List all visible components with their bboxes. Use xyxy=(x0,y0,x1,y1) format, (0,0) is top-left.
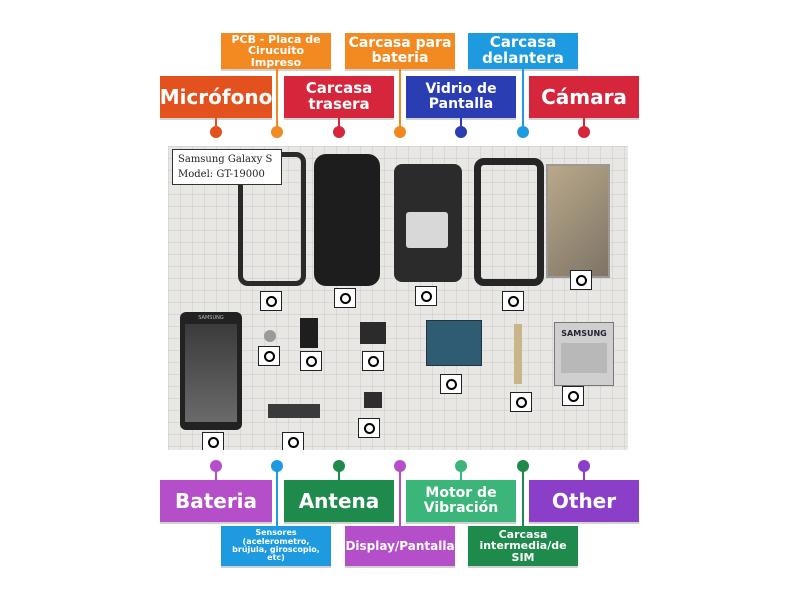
marker-circle[interactable] xyxy=(258,346,280,366)
marker-circle[interactable] xyxy=(562,386,584,406)
pin-line-display xyxy=(399,466,401,526)
label-microfono[interactable]: Micrófono xyxy=(160,76,272,118)
marker-circle[interactable] xyxy=(334,288,356,308)
pin-line-carcasa-delantera xyxy=(522,69,524,130)
marker-circle[interactable] xyxy=(362,351,384,371)
label-carcasa-trasera[interactable]: Carcasa trasera xyxy=(284,76,394,118)
caption-line-1: Samsung Galaxy S xyxy=(178,154,273,165)
label-carcasa-intermedia[interactable]: Carcasa intermedia/de SIM xyxy=(468,526,578,566)
phone-model-caption: Samsung Galaxy S Model: GT-19000 xyxy=(172,149,282,185)
small-part-3 xyxy=(360,322,386,344)
pin-dot-vidrio xyxy=(455,126,467,138)
pin-line-antena xyxy=(338,466,340,482)
pin-dot-carcasa-bateria xyxy=(394,126,406,138)
battery-brand-text: SAMSUNG xyxy=(561,329,607,338)
pcb-board-part xyxy=(426,320,482,366)
label-other[interactable]: Other xyxy=(529,480,639,522)
label-motor-vibracion[interactable]: Motor de Vibración xyxy=(406,480,516,522)
label-carcasa-delantera[interactable]: Carcasa delantera xyxy=(468,33,578,69)
pin-dot-pcb xyxy=(271,126,283,138)
marker-circle[interactable] xyxy=(282,432,304,450)
pin-line-pcb xyxy=(276,69,278,130)
pin-line-microfono xyxy=(215,118,217,130)
pin-dot-carcasa-trasera xyxy=(333,126,345,138)
pin-line-carcasa-sim xyxy=(522,466,524,526)
small-part-1 xyxy=(264,330,276,342)
small-part-2 xyxy=(300,318,318,348)
marker-circle[interactable] xyxy=(260,291,282,311)
label-vidrio-pantalla[interactable]: Vidrio de Pantalla xyxy=(406,76,516,118)
pin-line-motor xyxy=(460,466,462,482)
marker-circle[interactable] xyxy=(358,418,380,438)
marker-circle[interactable] xyxy=(570,270,592,290)
label-display-pantalla[interactable]: Display/Pantalla xyxy=(345,526,455,566)
pin-line-sensores xyxy=(276,466,278,526)
pin-dot-camara xyxy=(578,126,590,138)
disassembled-phone-photo: SAMSUNG SAMSUNG xyxy=(168,146,628,450)
display-glass-part xyxy=(546,164,610,278)
pin-line-other xyxy=(583,466,585,482)
label-antena[interactable]: Antena xyxy=(284,480,394,522)
antenna-part xyxy=(268,404,320,418)
phone-front-part: SAMSUNG xyxy=(180,312,242,430)
midframe-part xyxy=(474,158,544,286)
battery-housing-part xyxy=(394,164,462,282)
back-cover-part xyxy=(314,154,380,286)
pin-line-vidrio xyxy=(460,118,462,130)
label-bateria[interactable]: Bateria xyxy=(160,480,272,522)
marker-circle[interactable] xyxy=(300,351,322,371)
camera-part xyxy=(364,392,382,408)
pin-line-camara xyxy=(583,118,585,130)
marker-circle[interactable] xyxy=(202,432,224,450)
battery-part: SAMSUNG xyxy=(554,322,614,386)
marker-circle[interactable] xyxy=(440,374,462,394)
label-carcasa-bateria[interactable]: Carcasa para bateria xyxy=(345,33,455,69)
label-pcb[interactable]: PCB - Placa de Cirucuito Impreso xyxy=(221,33,331,69)
caption-line-2: Model: GT-19000 xyxy=(178,169,265,180)
label-sensores[interactable]: Sensores (acelerometro, brújula, girosco… xyxy=(221,526,331,566)
marker-circle[interactable] xyxy=(502,291,524,311)
pin-line-carcasa-trasera xyxy=(338,118,340,130)
marker-circle[interactable] xyxy=(510,392,532,412)
phone-brand-text: SAMSUNG xyxy=(198,315,224,321)
label-camara[interactable]: Cámara xyxy=(529,76,639,118)
pin-line-carcasa-bateria xyxy=(399,69,401,130)
pin-dot-microfono xyxy=(210,126,222,138)
pin-line-bateria xyxy=(215,466,217,482)
pin-dot-carcasa-delantera xyxy=(517,126,529,138)
marker-circle[interactable] xyxy=(415,286,437,306)
sensor-flex-part xyxy=(514,324,522,384)
